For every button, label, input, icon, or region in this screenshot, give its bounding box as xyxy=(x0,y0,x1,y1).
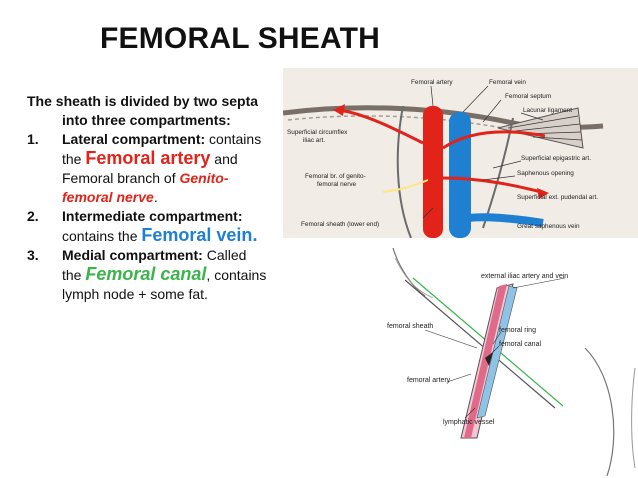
label-femoral-artery: femoral artery xyxy=(407,377,451,384)
label-superficial-pudendal: Superficial ext. pudendal art. xyxy=(517,194,598,201)
item-heading: Intermediate compartment: xyxy=(62,208,243,224)
label-femoral-septum: Femoral septum xyxy=(505,93,551,100)
arrow-head xyxy=(333,104,345,116)
item-text: lymph node + some fat. xyxy=(62,286,208,302)
genito-femoral-nerve-highlight-2: femoral nerve xyxy=(62,189,154,205)
leader-lines xyxy=(422,85,544,219)
item-text: . xyxy=(153,189,158,205)
list-item-intermediate: 2. Intermediate compartment: contains th… xyxy=(27,207,289,246)
label-superficial-circumflex-1: Superficial circumflex xyxy=(287,129,348,136)
item-number: 3. xyxy=(27,247,39,263)
femoral-canal-marker xyxy=(485,352,493,366)
femoral-canal-schematic-figure: external iliac artery and vein femoral s… xyxy=(385,248,638,476)
item-text: Called xyxy=(202,247,247,263)
label-genito-femoral-2: femoral nerve xyxy=(317,181,357,188)
label-superficial-epigastric: Superficial epigastric art. xyxy=(521,155,591,162)
body-outline xyxy=(394,257,434,299)
item-text: Femoral branch of xyxy=(62,170,180,186)
inguinal-ligament-line xyxy=(404,279,556,409)
thigh-outline xyxy=(631,367,636,469)
femoral-artery-shape xyxy=(423,106,443,238)
femoral-sheath-anatomy-figure: Femoral artery Femoral vein Femoral sept… xyxy=(283,68,638,238)
item-text: the xyxy=(62,151,86,167)
label-saphenous-opening: Saphenous opening xyxy=(517,170,574,177)
label-external-iliac: external iliac artery and vein xyxy=(481,273,568,280)
ligament-outline xyxy=(287,115,514,131)
intro-line-2: into three compartments: xyxy=(62,112,231,128)
label-femoral-vein: Femoral vein xyxy=(489,79,526,86)
label-lacunar-ligament: Lacunar ligament xyxy=(523,107,572,114)
list-item-medial: 3. Medial compartment: Called the Femora… xyxy=(27,246,289,304)
label-genito-femoral-1: Femoral br. of genito- xyxy=(305,173,366,180)
item-text: , contains xyxy=(206,267,267,283)
leader-lines xyxy=(424,277,566,419)
great-saphenous-vein-shape xyxy=(468,213,544,227)
item-text: contains xyxy=(205,131,262,147)
label-femoral-ring: femoral ring xyxy=(499,327,536,334)
item-text: contains the xyxy=(62,228,142,244)
femoral-vein-shape xyxy=(476,285,518,419)
superficial-epigastric-artery-shape xyxy=(442,130,546,150)
item-text: the xyxy=(62,267,86,283)
intro-text: The sheath is divided by two septa into … xyxy=(27,92,289,130)
item-heading: Medial compartment: xyxy=(62,247,203,263)
item-text: and xyxy=(210,151,238,167)
slide-body: The sheath is divided by two septa into … xyxy=(27,92,289,304)
label-femoral-sheath: femoral sheath xyxy=(387,323,433,330)
item-number: 1. xyxy=(27,131,39,147)
slide-title: FEMORAL SHEATH xyxy=(100,22,381,55)
sheath-outline-left xyxy=(396,105,412,238)
superficial-circumflex-artery-shape xyxy=(337,108,424,145)
item-number: 2. xyxy=(27,208,39,224)
item-heading: Lateral compartment: xyxy=(62,131,206,147)
genito-femoral-nerve-highlight-1: Genito- xyxy=(179,170,229,186)
label-superficial-circumflex-2: iliac art. xyxy=(303,137,325,144)
label-sheath-lower-end: Femoral sheath (lower end) xyxy=(301,221,379,228)
body-outline xyxy=(392,248,426,297)
label-lymphatic-vessel: lymphatic vessel xyxy=(443,419,495,426)
femoral-vein-highlight: Femoral vein xyxy=(141,225,253,245)
intro-line-1: The sheath is divided by two septa xyxy=(27,93,259,109)
femoral-artery-shape xyxy=(464,284,507,438)
item-text: . xyxy=(252,225,258,245)
label-great-saphenous: Great saphenous vein xyxy=(517,223,580,230)
femoral-canal-highlight: Femoral canal xyxy=(85,264,207,284)
femoral-vein-shape xyxy=(449,112,471,238)
superficial-pudendal-artery-shape xyxy=(442,176,546,195)
label-femoral-artery: Femoral artery xyxy=(411,79,453,86)
femoral-artery-highlight: Femoral artery xyxy=(85,148,211,168)
arrow-head xyxy=(537,188,549,199)
list-item-lateral: 1. Lateral compartment: contains the Fem… xyxy=(27,130,289,207)
label-femoral-canal: femoral canal xyxy=(499,341,541,348)
thigh-outline xyxy=(584,347,615,476)
genito-femoral-branch-shape xyxy=(382,179,429,193)
